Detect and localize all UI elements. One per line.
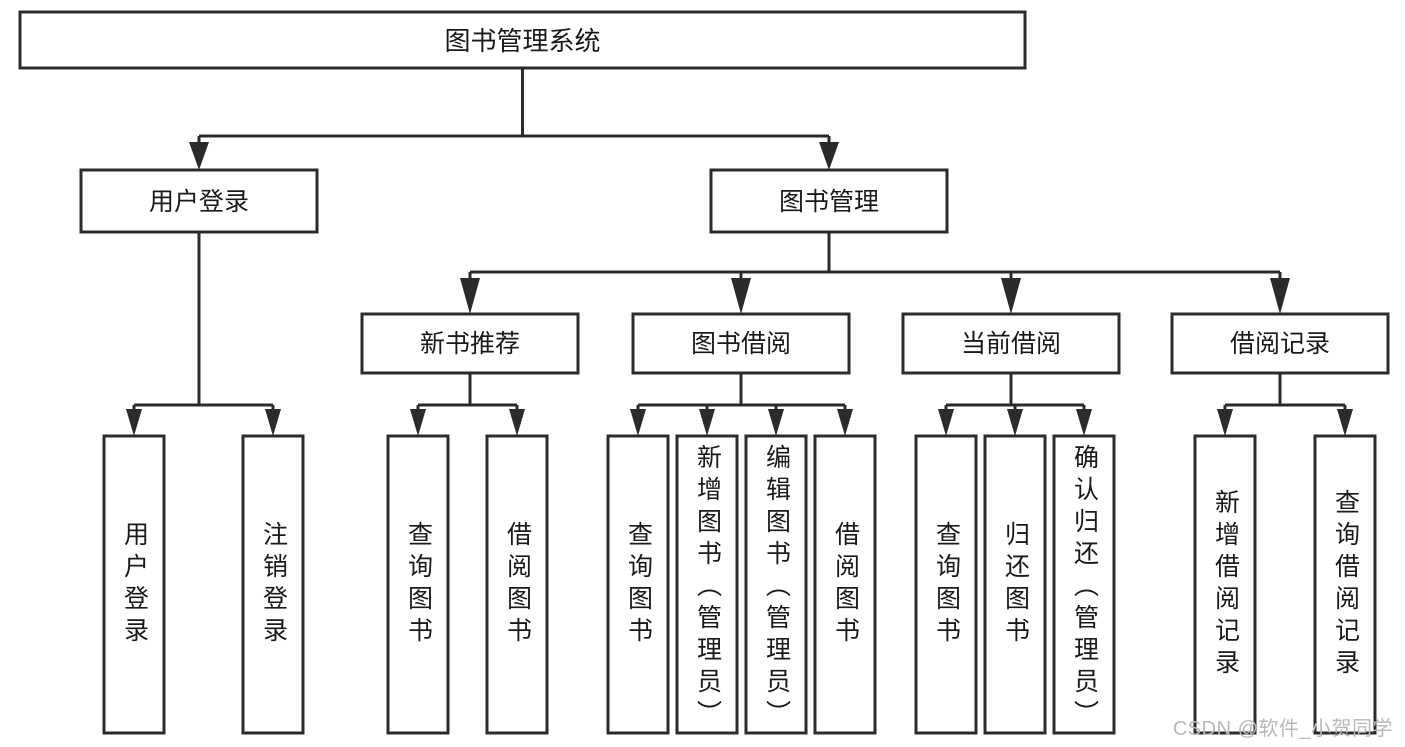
leaf-query-book-2-box[interactable] — [606, 434, 670, 735]
node-root-system[interactable]: 图书管理系统 — [18, 10, 1027, 70]
arrow-icon-to-leaf-edit-book — [768, 409, 784, 436]
leaf-user-login-box[interactable] — [102, 434, 166, 735]
node-book-management-box[interactable] — [709, 168, 949, 234]
arrow-icon-to-current-borrow — [1001, 278, 1021, 314]
leaf-return-book-box[interactable] — [983, 434, 1047, 735]
arrow-icon-to-leaf-confirm-return — [1076, 409, 1092, 436]
leaf-query-borrow-record-box[interactable] — [1313, 434, 1377, 735]
leaf-query-book-3-box[interactable] — [914, 434, 978, 735]
node-current-borrow-box[interactable] — [901, 312, 1121, 375]
arrow-icon-to-leaf-query-book-3 — [938, 409, 954, 436]
node-book-management-label: 图书管理 — [779, 188, 879, 216]
leaf-edit-book-box[interactable] — [744, 434, 808, 735]
arrow-icon-to-user-login — [189, 142, 209, 170]
node-user-login-box[interactable] — [79, 168, 319, 234]
leaf-borrow-book-2-box[interactable] — [813, 434, 877, 735]
arrow-icon-to-leaf-logout — [265, 409, 281, 436]
arrow-icon-to-leaf-borrow-book-1 — [509, 409, 525, 436]
node-book-borrow-label: 图书借阅 — [691, 330, 791, 358]
arrow-icon-to-leaf-query-borrow-record — [1337, 409, 1353, 436]
connector-group-current-borrow-to-leaves — [938, 373, 1092, 436]
connector-group-root-to-level2 — [189, 68, 839, 170]
leaf-query-book-1-box[interactable] — [386, 434, 450, 735]
arrow-icon-to-leaf-return-book — [1007, 409, 1023, 436]
node-borrow-record-box[interactable] — [1170, 312, 1390, 375]
arrow-icon-to-leaf-query-book-2 — [630, 409, 646, 436]
node-user-login-label: 用户登录 — [149, 188, 249, 216]
arrow-icon-to-leaf-query-book-1 — [410, 409, 426, 436]
leaf-borrow-book-1-box[interactable] — [485, 434, 549, 735]
arrow-icon-to-borrow-record — [1270, 278, 1290, 314]
arrow-icon-to-leaf-add-borrow-record — [1217, 409, 1233, 436]
csdn-watermark: CSDN @软件_小贺同学 — [1172, 718, 1393, 740]
node-book-borrow[interactable]: 图书借阅 — [631, 312, 851, 375]
leaf-logout-box[interactable] — [241, 434, 305, 735]
arrow-icon-to-leaf-add-book — [699, 409, 715, 436]
arrow-icon-to-leaf-borrow-book-2 — [837, 409, 853, 436]
connector-group-user-login-to-leaves — [126, 232, 281, 436]
node-root-system-box[interactable] — [18, 10, 1027, 70]
node-current-borrow[interactable]: 当前借阅 — [901, 312, 1121, 375]
leaf-confirm-return-box[interactable] — [1052, 434, 1116, 735]
node-new-book-recommend-box[interactable] — [360, 312, 580, 375]
connector-group-borrow-record-to-leaves — [1217, 373, 1353, 436]
node-new-book-recommend[interactable]: 新书推荐 — [360, 312, 580, 375]
arrow-icon-to-book-borrow — [731, 278, 751, 314]
connector-group-new-book-recommend-to-leaves — [410, 373, 525, 436]
node-book-management[interactable]: 图书管理 — [709, 168, 949, 234]
node-root-system-label: 图书管理系统 — [444, 26, 600, 56]
arrow-icon-to-book-management — [819, 142, 839, 170]
connector-group-book-management-to-level3 — [460, 232, 1290, 314]
node-book-borrow-box[interactable] — [631, 312, 851, 375]
leaf-add-book-box[interactable] — [675, 434, 739, 735]
leaf-add-borrow-record-box[interactable] — [1193, 434, 1257, 735]
node-borrow-record-label: 借阅记录 — [1230, 330, 1330, 358]
node-current-borrow-label: 当前借阅 — [961, 330, 1061, 358]
arrow-icon-to-new-book-recommend — [460, 278, 480, 314]
leaf-node-rect-group — [102, 434, 1377, 735]
node-new-book-recommend-label: 新书推荐 — [420, 330, 520, 358]
connector-group-book-borrow-to-leaves — [630, 373, 853, 436]
node-user-login[interactable]: 用户登录 — [79, 168, 319, 234]
arrow-icon-to-leaf-user-login — [126, 409, 142, 436]
node-borrow-record[interactable]: 借阅记录 — [1170, 312, 1390, 375]
